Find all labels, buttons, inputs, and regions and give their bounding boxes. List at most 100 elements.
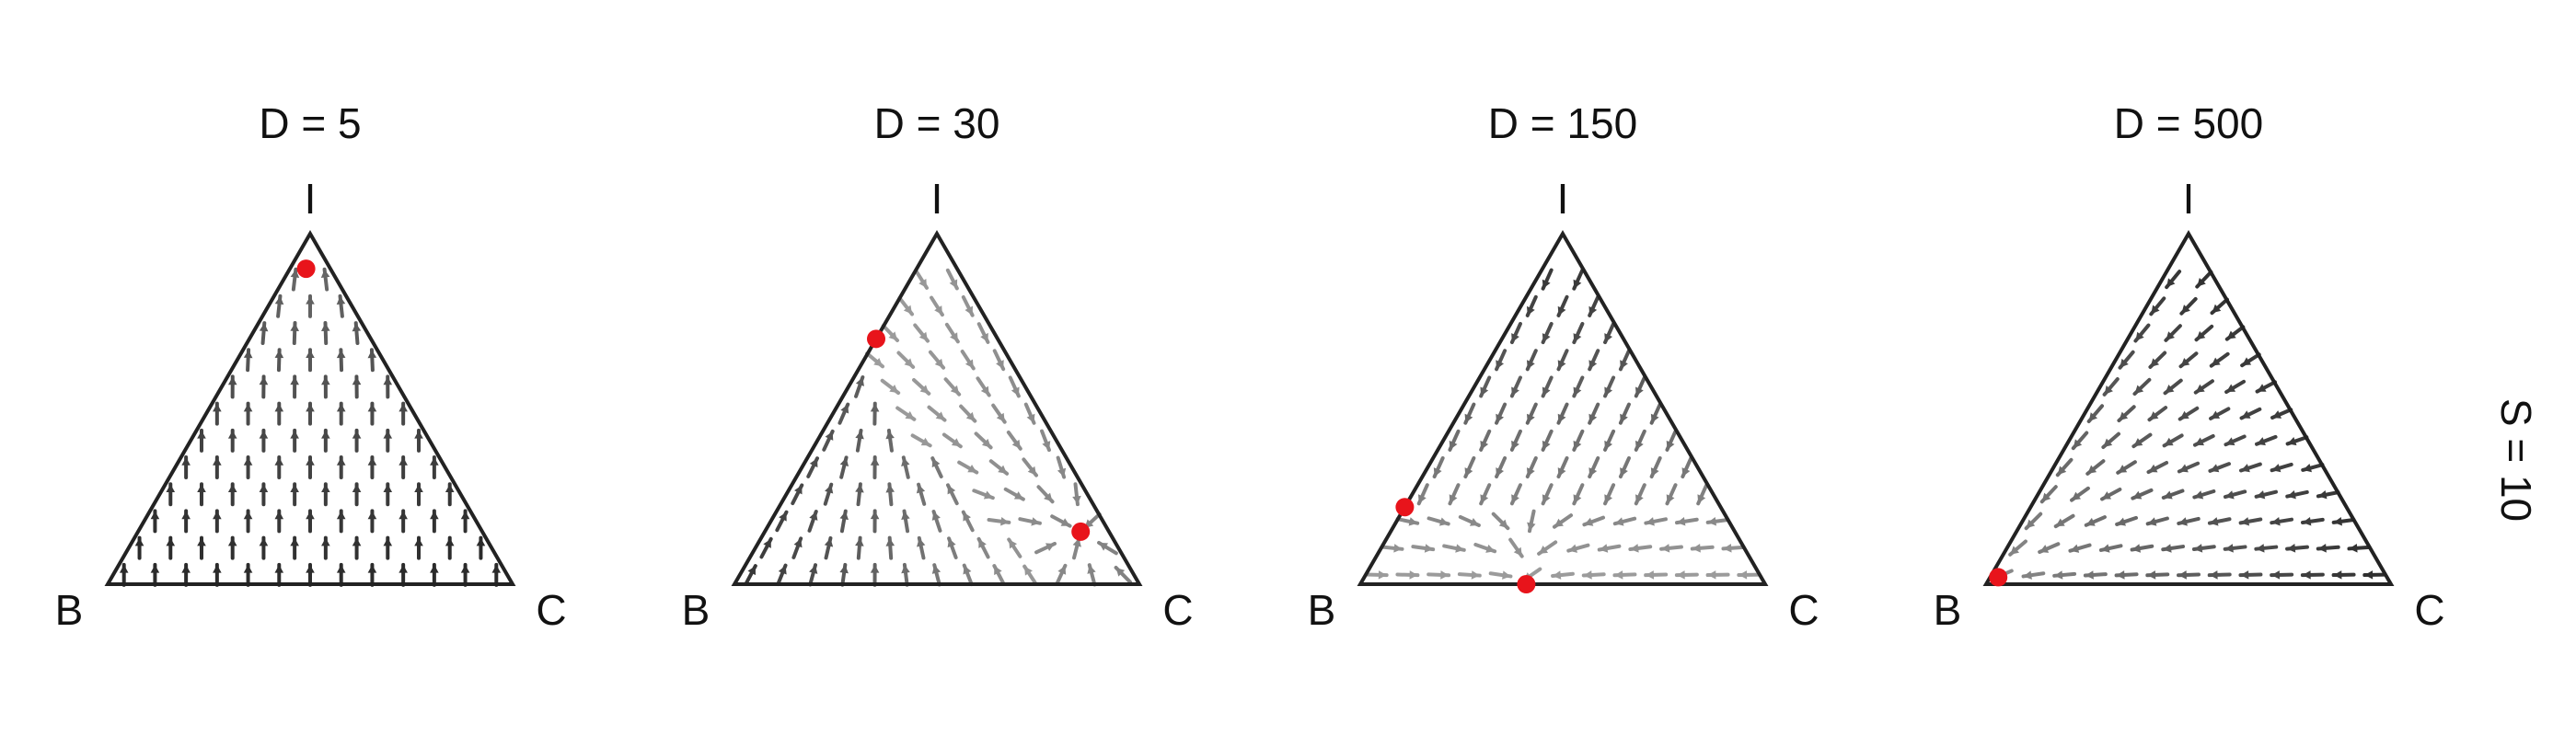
field-arrow — [896, 351, 916, 369]
field-arrow — [134, 535, 144, 560]
vertex-label-right: C — [2414, 586, 2444, 634]
field-arrow — [197, 482, 206, 507]
field-arrow — [870, 562, 880, 587]
field-arrow — [870, 455, 880, 480]
vertex-label-left: B — [55, 586, 84, 634]
field-arrow — [2179, 296, 2198, 316]
field-arrow — [1681, 456, 1693, 479]
field-arrow — [839, 562, 849, 587]
field-arrow — [1411, 544, 1436, 553]
field-arrow — [2223, 489, 2247, 500]
field-arrow — [367, 401, 377, 426]
field-arrow — [992, 564, 1006, 586]
vertex-label-right: C — [1162, 586, 1193, 634]
field-arrow — [1525, 294, 1538, 317]
field-arrow — [1034, 541, 1057, 555]
field-arrow — [1588, 294, 1600, 317]
field-arrow — [1114, 565, 1133, 584]
field-arrow — [2039, 485, 2058, 504]
field-arrow — [1644, 570, 1669, 580]
field-arrow — [2254, 489, 2278, 500]
field-arrow — [399, 455, 408, 480]
field-arrow — [1737, 570, 1762, 580]
field-arrow — [491, 562, 502, 587]
field-arrow — [946, 483, 959, 506]
field-arrow — [2207, 570, 2232, 580]
field-arrow — [2270, 408, 2293, 420]
field-arrow — [290, 267, 300, 292]
field-arrow — [2118, 350, 2135, 370]
field-arrow — [1008, 375, 1021, 398]
field-arrow — [870, 509, 880, 534]
field-arrow — [1556, 402, 1569, 425]
triangle-outline — [731, 230, 1143, 587]
field-arrow — [2331, 516, 2356, 526]
field-arrow — [460, 562, 470, 587]
field-arrow — [213, 401, 222, 426]
field-arrow — [399, 509, 408, 534]
field-arrow — [2145, 570, 2170, 580]
field-arrow — [321, 535, 330, 560]
field-arrow — [1097, 540, 1118, 556]
field-arrow — [352, 482, 362, 507]
field-arrow — [243, 401, 253, 426]
field-arrow — [2254, 544, 2279, 553]
vertex-label-left: B — [1308, 586, 1336, 634]
vertex-label-right: C — [536, 586, 566, 634]
field-arrow — [2116, 460, 2137, 475]
field-arrow — [1495, 456, 1507, 479]
field-arrow — [306, 293, 315, 318]
field-arrow — [2115, 515, 2138, 526]
field-arrow — [1665, 429, 1678, 452]
field-arrow — [1003, 487, 1025, 501]
field-arrow — [1612, 570, 1637, 580]
field-arrow — [1588, 402, 1600, 425]
field-arrow — [1618, 402, 1631, 425]
field-arrow — [460, 509, 470, 534]
field-arrow — [1509, 375, 1522, 398]
field-arrow — [430, 455, 439, 480]
field-arrow — [807, 510, 818, 533]
field-arrow — [2052, 570, 2077, 580]
field-arrow — [881, 324, 900, 342]
field-arrow — [1479, 483, 1492, 506]
field-arrow — [2038, 542, 2061, 555]
field-arrow — [2083, 570, 2108, 580]
field-arrow — [1364, 570, 1389, 580]
field-arrow — [2192, 489, 2216, 500]
field-arrow — [1006, 430, 1022, 451]
field-arrow — [243, 562, 253, 587]
strip-label: S = 10 — [2492, 398, 2540, 522]
field-arrow — [367, 455, 377, 480]
field-arrow — [928, 350, 946, 370]
field-arrow — [2148, 351, 2167, 369]
field-arrow — [243, 348, 253, 373]
field-arrow — [901, 455, 910, 479]
field-arrow — [321, 374, 330, 399]
field-arrow — [2114, 570, 2139, 580]
triangle-outline — [1982, 230, 2395, 587]
field-arrow — [1603, 375, 1616, 398]
field-arrow — [1463, 402, 1476, 425]
field-arrow — [2117, 405, 2136, 423]
field-arrow — [1473, 542, 1497, 554]
field-arrow — [1072, 535, 1081, 560]
field-arrow — [1603, 429, 1616, 452]
field-arrow — [880, 378, 901, 396]
field-arrow — [2162, 433, 2184, 448]
field-arrow — [1705, 516, 1730, 526]
field-arrow — [1572, 322, 1585, 345]
equilibrium-point — [867, 329, 885, 349]
field-arrow — [336, 509, 346, 534]
field-arrow — [775, 510, 789, 533]
field-arrow — [1056, 455, 1067, 479]
field-arrow — [2195, 270, 2213, 289]
panel-title: D = 30 — [874, 99, 1000, 147]
field-arrow — [1508, 537, 1524, 558]
field-arrow — [2024, 512, 2043, 531]
field-arrow — [854, 375, 865, 398]
panel-title: D = 5 — [259, 99, 361, 147]
field-arrow — [1541, 322, 1554, 345]
